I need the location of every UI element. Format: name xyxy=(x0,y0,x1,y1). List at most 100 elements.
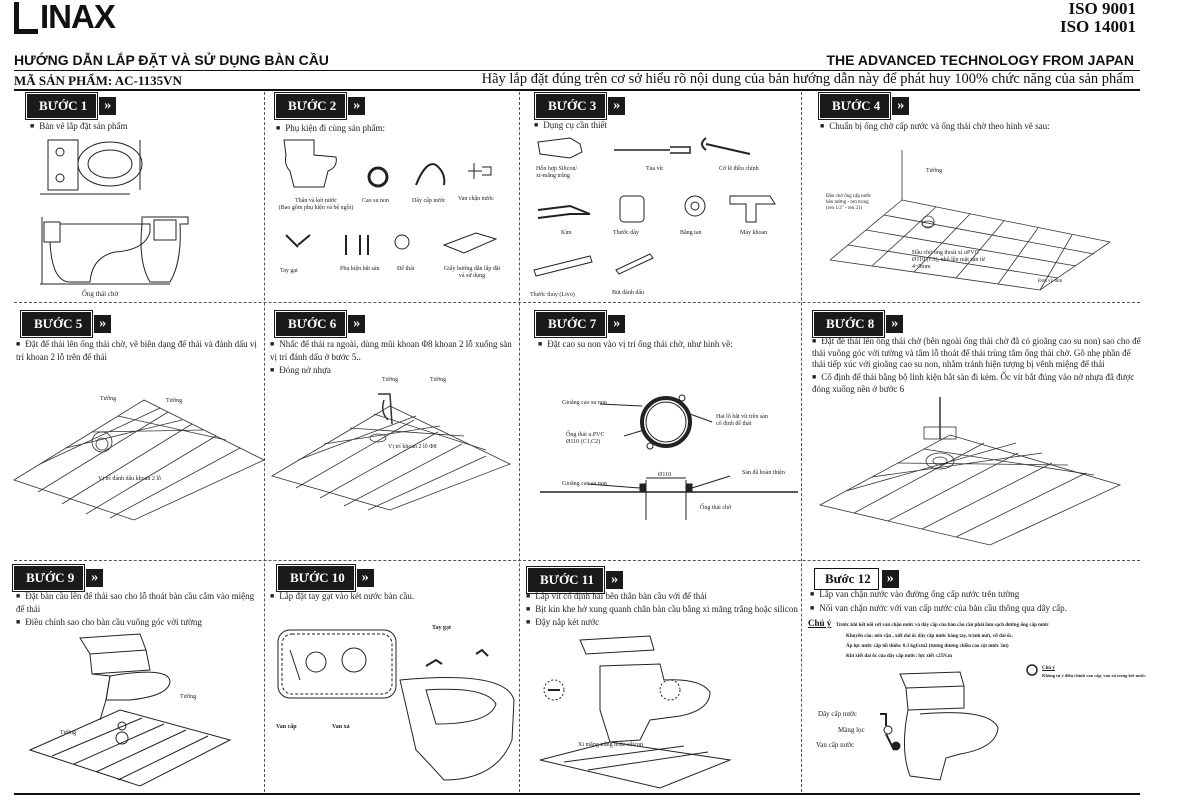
step-7-dia-label: Ø110 xyxy=(658,472,672,478)
step-7-text: Đặt cao su non vào vị trí ống thải chờ, … xyxy=(538,338,732,351)
chevron-right-icon: » xyxy=(348,315,366,333)
step-12-note-label: Chú ý xyxy=(808,618,832,628)
step-7-section xyxy=(540,394,798,520)
lever-icon xyxy=(285,234,311,248)
step-11-text-3: Đậy nắp két nước xyxy=(526,616,599,629)
step-7-ring-label: Gioăng cao su non xyxy=(562,400,607,406)
manual-icon xyxy=(442,232,498,254)
step-8-text: Đặt đế thải lên ống thải chờ (bên ngoài … xyxy=(812,336,1146,370)
step-3-tools xyxy=(533,137,776,277)
chevron-right-icon: » xyxy=(892,97,910,115)
acc-lever: Tay gạt xyxy=(280,268,298,274)
brand-name: INAX xyxy=(40,0,116,35)
chevron-right-icon: » xyxy=(608,315,626,333)
info-circle-icon xyxy=(1026,664,1038,676)
step-8-floor-grid xyxy=(818,397,1122,546)
step-6-text-2: Đóng nở nhựa xyxy=(270,364,331,377)
level-icon xyxy=(533,255,593,277)
step-7-label: BƯỚC 7 xyxy=(533,310,608,338)
step-1-badge: BƯỚC 1» xyxy=(24,92,117,120)
step-5-label: BƯỚC 5 xyxy=(19,310,94,338)
step-12-filter-label: Màng lọc xyxy=(838,726,865,734)
step-10-badge: BƯỚC 10» xyxy=(276,564,374,592)
step-12-note-1: Trước khi kết nối với van chặn nước và d… xyxy=(836,623,1049,628)
step-3-badge: BƯỚC 3» xyxy=(533,92,626,120)
step-1-drawing xyxy=(40,139,189,285)
acc-stop-valve: Van chặn nước xyxy=(458,196,494,202)
chevron-right-icon: » xyxy=(86,569,104,587)
iso-9001: ISO 9001 xyxy=(1068,0,1136,18)
step-7-pipe-label: Ống thải u.PVC Ø110 (C1,C2) xyxy=(566,432,605,445)
acc-body-toilet: Thân và két nước (Bao gồm phụ kiện và bệ… xyxy=(278,198,354,211)
iso-14001: ISO 14001 xyxy=(1059,17,1136,36)
step-2-label: BƯỚC 2 xyxy=(273,92,348,120)
step-9-drawing xyxy=(28,633,232,787)
step-10-label: BƯỚC 10 xyxy=(276,564,356,592)
step-10-text: Lắp đặt tay gạt vào két nước bàn cầu. xyxy=(270,590,414,603)
step-9-wall-label-2: Tường xyxy=(60,730,77,736)
chevron-right-icon: » xyxy=(94,315,112,333)
step-2-badge: BƯỚC 2» xyxy=(273,92,366,120)
step-12-text-1: Lắp van chặn nước vào đường ống cấp nước… xyxy=(810,588,1019,601)
step-12-badge: Bước 12» xyxy=(814,568,899,590)
hose-icon xyxy=(415,163,446,186)
step-5-wall-label: Tường xyxy=(100,396,117,402)
tool-marker: Bút đánh dấu xyxy=(612,290,644,296)
step-11-badge: BƯỚC 11» xyxy=(525,566,624,594)
step-12-drawing xyxy=(880,671,999,781)
step-8-label: BƯỚC 8 xyxy=(811,310,886,338)
step-6-floor-grid xyxy=(270,393,512,511)
step-6-wall-label-2: Tường xyxy=(430,377,447,383)
row-divider xyxy=(14,560,1140,561)
step-1-text: Bản vẽ lắp đặt sản phẩm xyxy=(30,120,127,133)
title-en: THE ADVANCED TECHNOLOGY FROM JAPAN xyxy=(826,52,1135,68)
step-9-text: Đặt bàn cầu lên đế thải sao cho lỗ thoát… xyxy=(16,590,262,615)
step-4-supply-note: Đầu chờ ống cấp nước bên tường - ren tro… xyxy=(826,194,872,211)
tool-pliers: Kìm xyxy=(561,230,572,236)
pliers-icon xyxy=(537,204,591,219)
step-2-text: Phụ kiện đi cùng sản phẩm: xyxy=(276,122,385,135)
tool-drill: Máy khoan xyxy=(740,230,768,236)
step-6-badge: BƯỚC 6» xyxy=(273,310,366,338)
step-11-label: BƯỚC 11 xyxy=(525,566,606,594)
column-divider xyxy=(264,92,265,792)
step-6-drill-note: Vị trí khoan 2 lỗ Φ8 xyxy=(388,444,437,450)
header-divider xyxy=(14,70,1140,71)
logo-mark-icon xyxy=(14,2,38,34)
wrench-icon xyxy=(701,137,751,155)
step-7-holes-label: Hai lỗ bắt vít trên sàn cố định để thải xyxy=(716,414,768,427)
step-4-drain-note: Đầu chờ ống thoát xí uPVC Ø110 (C3), nhô… xyxy=(912,250,985,270)
step-4-floor-grid xyxy=(829,150,1111,291)
silicone-gun-icon xyxy=(537,137,583,159)
acc-flange: Đế thải xyxy=(397,266,415,272)
title-vn: HƯỚNG DẪN LẮP ĐẶT VÀ SỬ DỤNG BÀN CẦU xyxy=(14,52,329,68)
acc-water-hose: Dây cấp nước xyxy=(412,198,446,204)
step-3-label: BƯỚC 3 xyxy=(533,92,608,120)
step-4-unit: Đơn vị: mm xyxy=(1038,279,1063,284)
step-5-mark-note: Vị trí đánh dấu khoan 2 lỗ xyxy=(98,476,161,482)
tape-icon xyxy=(684,195,706,217)
step-12-note-3: Áp lực nước cấp tối thiểu: 0.3 kgf/cm2 (… xyxy=(846,644,1009,649)
step-5-wall-label-2: Tường xyxy=(166,398,183,404)
drill-icon xyxy=(729,195,776,223)
screwdriver-icon xyxy=(614,146,691,154)
tool-tape: Băng tan xyxy=(680,230,702,236)
step-12-fill-valve-label: Van cấp nước xyxy=(816,741,855,749)
tool-level: Thước thủy (Livo) xyxy=(530,292,575,298)
step-11-text-1: Lắp vít cố định hai bên thân bàn cầu với… xyxy=(526,590,706,603)
step-4-label: BƯỚC 4 xyxy=(817,92,892,120)
flange-icon xyxy=(394,234,410,250)
step-6-label: BƯỚC 6 xyxy=(273,310,348,338)
product-code: MÃ SẢN PHẨM: AC-1135VN xyxy=(14,73,182,88)
step-3-text: Dụng cụ cần thiết xyxy=(534,119,607,132)
step-5-floor-grid xyxy=(13,399,265,521)
step-12-note-2: Khuyến cáo: nên vặn , xiết đai ốc dây cấ… xyxy=(846,634,1014,639)
chevron-right-icon: » xyxy=(608,97,626,115)
step-7-floor-label: Sàn đã hoàn thiện xyxy=(742,470,785,476)
step-7-badge: BƯỚC 7» xyxy=(533,310,626,338)
chevron-right-icon: » xyxy=(886,315,904,333)
row-divider xyxy=(14,302,1140,303)
chevron-right-icon: » xyxy=(99,97,117,115)
slogan: Hãy lắp đặt đúng trên cơ sở hiểu rõ nội … xyxy=(481,71,1134,87)
step-12-label: Bước 12 xyxy=(814,568,879,590)
